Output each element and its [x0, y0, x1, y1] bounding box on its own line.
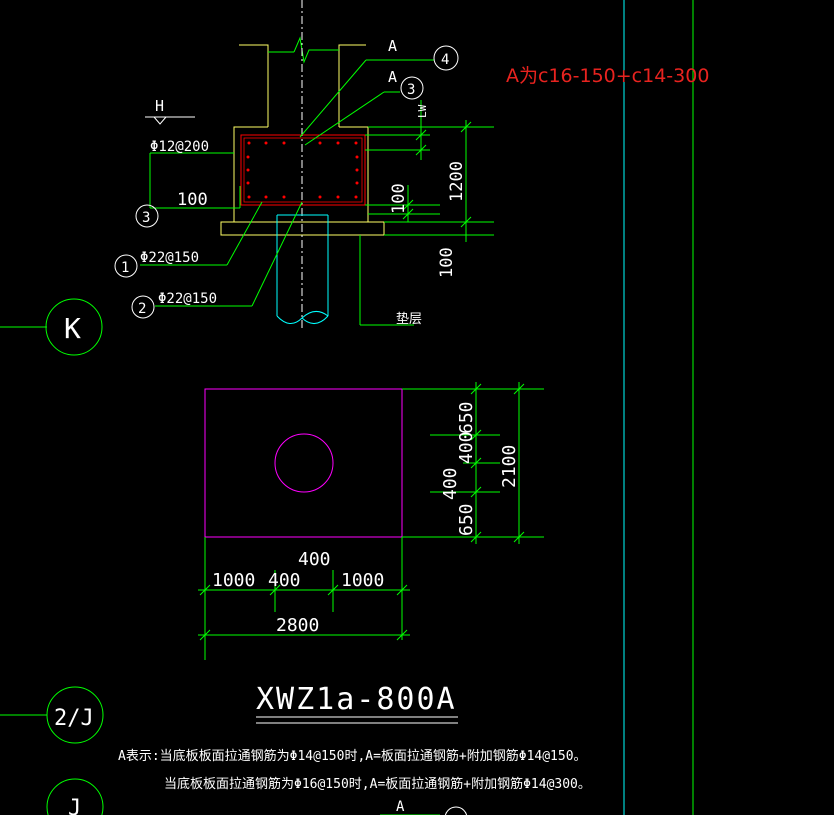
bubble-3-left: [135, 204, 159, 228]
level-mark-text: H: [155, 97, 164, 115]
dim-1000-left: 1000: [212, 570, 255, 591]
bubble-2: [131, 295, 155, 319]
grid-axis-2j: 2/J: [0, 686, 104, 744]
drawing-notes: A表示:当底板板面拉通钢筋为Φ14@150时,A=板面拉通钢筋+附加钢筋Φ14@…: [118, 748, 591, 815]
axis-2j-label: 2/J: [54, 706, 94, 731]
note-line-2: 当底板板面拉通钢筋为Φ16@150时,A=板面拉通钢筋+附加钢筋Φ14@300。: [164, 776, 591, 792]
label-a-mid: A: [388, 68, 397, 86]
dim-400-a: 400: [456, 431, 477, 464]
pile-cap-plan: 650 400 400 650 2100 400 1000 400 1000 2…: [198, 382, 544, 660]
dim-lw: LW: [416, 104, 429, 118]
pile: [276, 214, 329, 324]
rebar-dots: [246, 141, 359, 199]
level-mark: [145, 116, 195, 125]
bottom-leaders: [380, 806, 468, 815]
plan-dim-text: 650 400 400 650 2100 400 1000 400 1000 2…: [212, 401, 520, 636]
plan-dimensions: [198, 382, 544, 660]
section-dimensions: [365, 100, 494, 242]
rebar-1-label: Φ22@150: [140, 250, 199, 266]
grid-axis-j: J: [46, 778, 104, 815]
bubble-1-text: 1: [121, 260, 129, 276]
axis-k-label: K: [64, 312, 81, 345]
rebar-2-label: Φ22@150: [158, 291, 217, 307]
bubble-3-left-text: 3: [142, 210, 150, 226]
section-text: A A 4 3 3 1 2 H Φ12@200 100 Φ22@150 Φ22@…: [121, 37, 467, 327]
dim-400-horizontal: 400: [298, 549, 331, 570]
dim-1000-right: 1000: [341, 570, 384, 591]
bubble-1: [114, 254, 138, 278]
dim-2100: 2100: [499, 445, 520, 488]
break-symbol: [268, 0, 339, 330]
rebar-cage: [240, 134, 366, 206]
label-a-top: A: [388, 37, 397, 55]
bubble-3-top: [400, 76, 424, 100]
bubble-4-text: 4: [441, 52, 449, 68]
dim-100-pad: 100: [437, 247, 457, 278]
bubble-4: [433, 45, 459, 71]
drawing-title: XWZ1a-800A: [256, 682, 458, 724]
dim-400-center: 400: [268, 570, 301, 591]
note-line-1: A表示:当底板板面拉通钢筋为Φ14@150时,A=板面拉通钢筋+附加钢筋Φ14@…: [118, 748, 587, 764]
cushion-label: 垫层: [396, 311, 422, 327]
dim-400-b: 400: [440, 467, 461, 500]
cushion-leader: [359, 235, 414, 326]
dim-2800: 2800: [276, 615, 319, 636]
grid-axis-k: K: [0, 298, 103, 356]
bubble-3-top-text: 3: [407, 82, 415, 98]
axis-j-label: J: [68, 796, 81, 815]
dim-100-inner: 100: [389, 183, 409, 214]
sheet-border-lines: [623, 0, 694, 815]
red-annotation: A为c16-150+c14-300: [506, 65, 710, 87]
note-bottom-a: A: [396, 799, 405, 815]
pile-cap-section: A A 4 3 3 1 2 H Φ12@200 100 Φ22@150 Φ22@…: [114, 0, 494, 330]
dim-1200: 1200: [447, 161, 467, 202]
callout-leaders: [140, 59, 434, 307]
dim-650-top: 650: [456, 401, 477, 434]
dim-650-bottom: 650: [456, 503, 477, 536]
bubbles: [114, 45, 459, 319]
bubble-2-text: 2: [138, 301, 146, 317]
stirrup-label: Φ12@200: [150, 139, 209, 155]
title-text: XWZ1a-800A: [256, 682, 457, 717]
cover-label: 100: [177, 190, 208, 210]
